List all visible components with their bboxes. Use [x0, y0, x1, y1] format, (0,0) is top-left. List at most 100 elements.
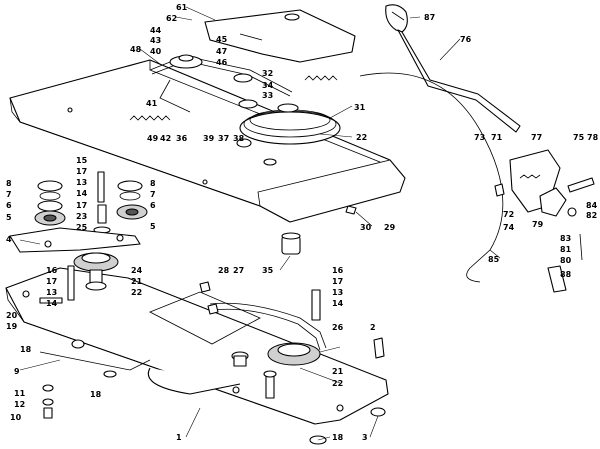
right-gear-and-belt [199, 281, 327, 399]
callout-61: 61 [176, 3, 188, 12]
callout-30: 30 [360, 223, 372, 232]
callout-21-a: 21 [131, 277, 143, 286]
callout-17-d: 17 [332, 277, 343, 286]
callout-16-b: 16 [332, 266, 344, 275]
callout-18-a: 18 [20, 345, 32, 354]
callout-48: 48 [130, 45, 142, 54]
spacer-and-screw [281, 205, 357, 255]
callout-27: 27 [233, 266, 244, 275]
callout-33: 33 [262, 91, 273, 100]
callout-37: 37 [218, 134, 229, 143]
callout-62: 62 [166, 14, 177, 23]
callout-75: 75 [573, 133, 585, 142]
callout-9: 9 [14, 367, 20, 376]
callout-11: 11 [14, 389, 26, 398]
callout-45: 45 [216, 35, 228, 44]
control-lever [385, 4, 521, 133]
callout-85: 85 [488, 255, 500, 264]
callout-10: 10 [10, 413, 22, 422]
callout-3: 3 [362, 433, 368, 442]
callout-14-a: 14 [76, 189, 88, 198]
drive-belt [149, 54, 293, 97]
callout-77: 77 [531, 133, 542, 142]
callout-15: 15 [76, 156, 88, 165]
callout-14-c: 14 [332, 299, 344, 308]
callout-8-left: 8 [6, 179, 12, 188]
callout-22-b: 22 [131, 288, 142, 297]
callout-35: 35 [262, 266, 274, 275]
callout-29: 29 [384, 223, 396, 232]
callout-84: 84 [586, 201, 598, 210]
callout-81: 81 [560, 245, 572, 254]
callout-18-b: 18 [90, 390, 102, 399]
callout-71: 71 [491, 133, 503, 142]
callout-88: 88 [560, 270, 572, 279]
callout-79: 79 [532, 220, 544, 229]
callout-23: 23 [76, 212, 87, 221]
callout-7-left: 7 [6, 190, 12, 199]
callout-36: 36 [176, 134, 188, 143]
tension-springs [129, 75, 338, 121]
callout-44: 44 [150, 26, 162, 35]
callout-18-c: 18 [332, 433, 344, 442]
callout-5-left: 5 [6, 213, 12, 222]
callout-47: 47 [216, 47, 227, 56]
callout-74: 74 [503, 223, 515, 232]
base-plate [5, 267, 389, 425]
callout-19: 19 [6, 322, 18, 331]
callout-21-b: 21 [332, 367, 344, 376]
callout-14-b: 14 [46, 299, 58, 308]
pivot-bracket [9, 227, 141, 253]
callout-26: 26 [332, 323, 344, 332]
callout-5-right: 5 [150, 222, 156, 231]
large-pulley [239, 103, 341, 145]
callout-31: 31 [354, 103, 366, 112]
callout-41: 41 [146, 99, 158, 108]
callout-34: 34 [262, 81, 274, 90]
leader-lines [19, 6, 501, 441]
callout-40: 40 [150, 47, 162, 56]
callout-7-right: 7 [150, 190, 156, 199]
callout-24: 24 [131, 266, 143, 275]
callout-17-b: 17 [76, 201, 87, 210]
callout-80: 80 [560, 256, 572, 265]
callout-2: 2 [370, 323, 376, 332]
callout-6-left: 6 [6, 201, 12, 210]
callout-17-c: 17 [46, 277, 57, 286]
callout-8-right: 8 [150, 179, 156, 188]
callout-46: 46 [216, 58, 228, 67]
callout-72: 72 [503, 210, 514, 219]
callout-labels: 61 62 87 44 43 40 45 47 46 48 76 32 34 3… [6, 3, 599, 442]
callout-73: 73 [474, 133, 485, 142]
callout-17-a: 17 [76, 167, 87, 176]
callout-1: 1 [176, 433, 182, 442]
callout-4: 4 [6, 235, 12, 244]
callout-25: 25 [76, 223, 88, 232]
left-gear-assembly [39, 252, 119, 304]
callout-38: 38 [233, 134, 245, 143]
left-pulley-stack [34, 171, 148, 234]
callout-39: 39 [203, 134, 215, 143]
callout-22-top: 22 [356, 133, 367, 142]
callout-43: 43 [150, 36, 161, 45]
callout-76: 76 [460, 35, 472, 44]
callout-83: 83 [560, 234, 571, 243]
callout-32: 32 [262, 69, 273, 78]
callout-13-c: 13 [332, 288, 343, 297]
callout-12: 12 [14, 400, 25, 409]
callout-49: 49 [147, 134, 159, 143]
callout-28: 28 [218, 266, 230, 275]
callout-13-a: 13 [76, 178, 87, 187]
lever-bracket [494, 149, 595, 293]
callout-78: 78 [587, 133, 599, 142]
callout-13-b: 13 [46, 288, 57, 297]
callout-6-right: 6 [150, 201, 156, 210]
callout-42: 42 [160, 134, 171, 143]
callout-20: 20 [6, 311, 18, 320]
callout-22-c: 22 [332, 379, 343, 388]
callout-16-a: 16 [46, 266, 58, 275]
control-cable [359, 72, 504, 283]
callout-87: 87 [424, 13, 435, 22]
top-cover [204, 9, 356, 63]
